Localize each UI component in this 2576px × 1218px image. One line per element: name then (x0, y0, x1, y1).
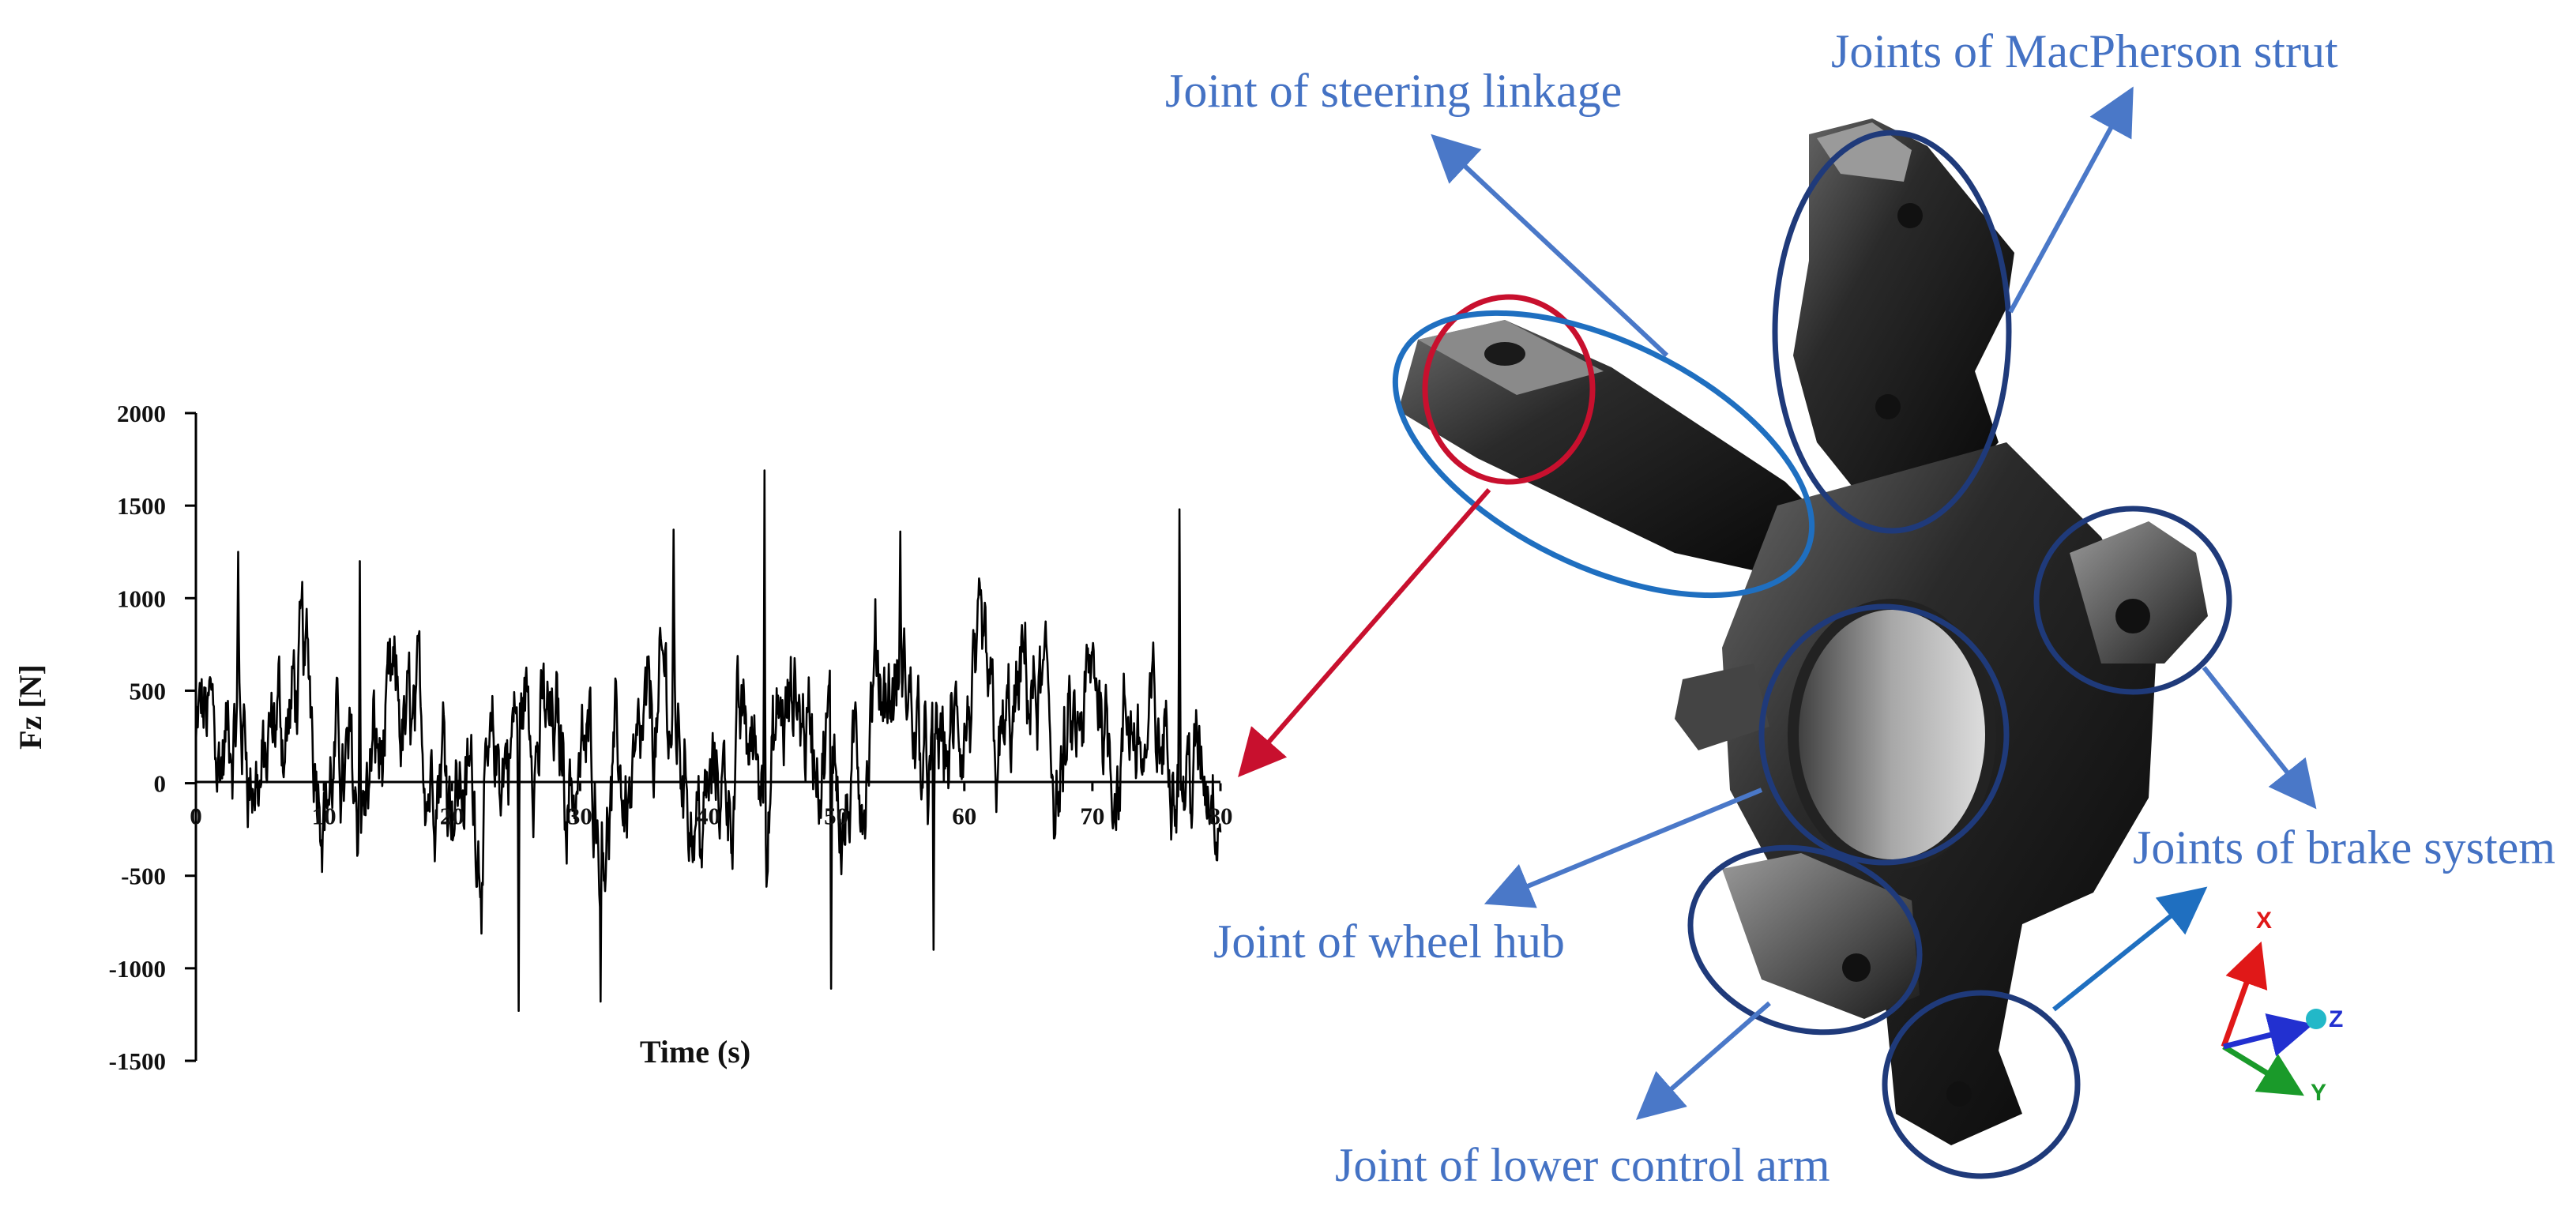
lower-arm-ellipse (1687, 844, 1923, 1036)
y-tick-label: 1500 (117, 492, 166, 520)
x-tick-group: 0 10 20 30 40 50 60 70 80 (190, 783, 1233, 830)
triad-z-label: Z (2329, 1006, 2343, 1032)
steering-knuckle (1398, 118, 2208, 1145)
y-tick-label: 500 (130, 677, 167, 705)
callout-arrows (1238, 86, 2317, 1120)
steering-arm-blue-ellipse (1392, 310, 1815, 599)
force-signal-group (194, 469, 1222, 1012)
bottom-lug-callout-arrow (2052, 886, 2208, 1012)
y-tick-label: 2000 (117, 400, 166, 427)
triad-x-axis (2221, 941, 2268, 1048)
strut-hole-lower (1875, 394, 1901, 419)
y-tick-label: 0 (154, 770, 167, 798)
bottom-lug-ellipse (1882, 990, 2081, 1179)
steering-arm-hole (1484, 342, 1525, 366)
triad-z-axis (2223, 1013, 2314, 1057)
x-tick-label: 0 (190, 803, 202, 830)
strut-callout-arrow (2008, 86, 2134, 314)
x-tick-label: 50 (824, 803, 848, 830)
steering-callout-arrow (1431, 133, 1669, 358)
x-tick-label: 60 (952, 803, 976, 830)
y-tick-label: -1500 (109, 1047, 166, 1075)
x-axis-title: Time (s) (640, 1034, 750, 1070)
load-application-arrow (1238, 488, 1491, 778)
wheel-hub-callout-arrow (1484, 788, 1763, 908)
label-lower-control-arm: Joint of lower control arm (1335, 1139, 1830, 1191)
label-brake-system: Joints of brake system (2133, 821, 2555, 874)
triad-y-label: Y (2311, 1080, 2326, 1106)
lower-arm-callout-arrow (1635, 1001, 1771, 1120)
hub-bore (1793, 604, 1991, 865)
lower-arm-hole (1842, 953, 1871, 982)
y-tick-group: 2000 1500 1000 500 0 -500 -1000 -1500 (109, 400, 196, 1075)
label-wheel-hub: Joint of wheel hub (1213, 915, 1565, 968)
joint-highlights (1392, 130, 2232, 1179)
triad-x-label: X (2256, 908, 2272, 934)
brake-joint-ellipse (2033, 506, 2232, 695)
x-tick-label: 20 (440, 803, 464, 830)
force-time-chart: 2000 1500 1000 500 0 -500 -1000 -1500 0 10 20 30 40… (13, 400, 1233, 1075)
wheel-hub-ellipse (1758, 603, 2010, 866)
x-tick-label: 70 (1080, 803, 1104, 830)
strut-mount-face (1817, 122, 1912, 182)
triad-z-marker (2306, 1009, 2326, 1029)
x-tick-label: 10 (312, 803, 337, 830)
force-signal-line (194, 469, 1222, 1012)
y-tick-label: -1000 (109, 955, 166, 983)
label-steering-linkage: Joint of steering linkage (1165, 65, 1622, 117)
x-tick-label: 30 (568, 803, 592, 830)
label-macpherson-strut: Joints of MacPherson strut (1831, 25, 2338, 77)
brake-lug-hole (2115, 599, 2150, 633)
strut-hole-upper (1897, 203, 1923, 228)
y-tick-label: -500 (121, 863, 166, 890)
callout-labels: Joint of steering linkage Joints of MacP… (1165, 25, 2555, 1191)
brake-callout-arrow (2202, 666, 2317, 810)
strut-joint-ellipse (1772, 130, 2012, 534)
brake-lug (2070, 521, 2208, 664)
bottom-lug-hole (1946, 1081, 1972, 1107)
strut-mount (1793, 118, 2014, 521)
side-lug (1675, 664, 1769, 750)
coordinate-triad: X Y Z (2221, 908, 2343, 1106)
y-tick-label: 1000 (117, 585, 166, 612)
x-tick-label: 80 (1209, 803, 1233, 830)
triad-y-axis (2222, 1044, 2304, 1096)
steering-joint-red-circle (1422, 294, 1596, 485)
y-axis-title: Fz [N] (13, 664, 48, 750)
lower-arm-boss (1722, 853, 1920, 1019)
x-tick-label: 40 (696, 803, 720, 830)
